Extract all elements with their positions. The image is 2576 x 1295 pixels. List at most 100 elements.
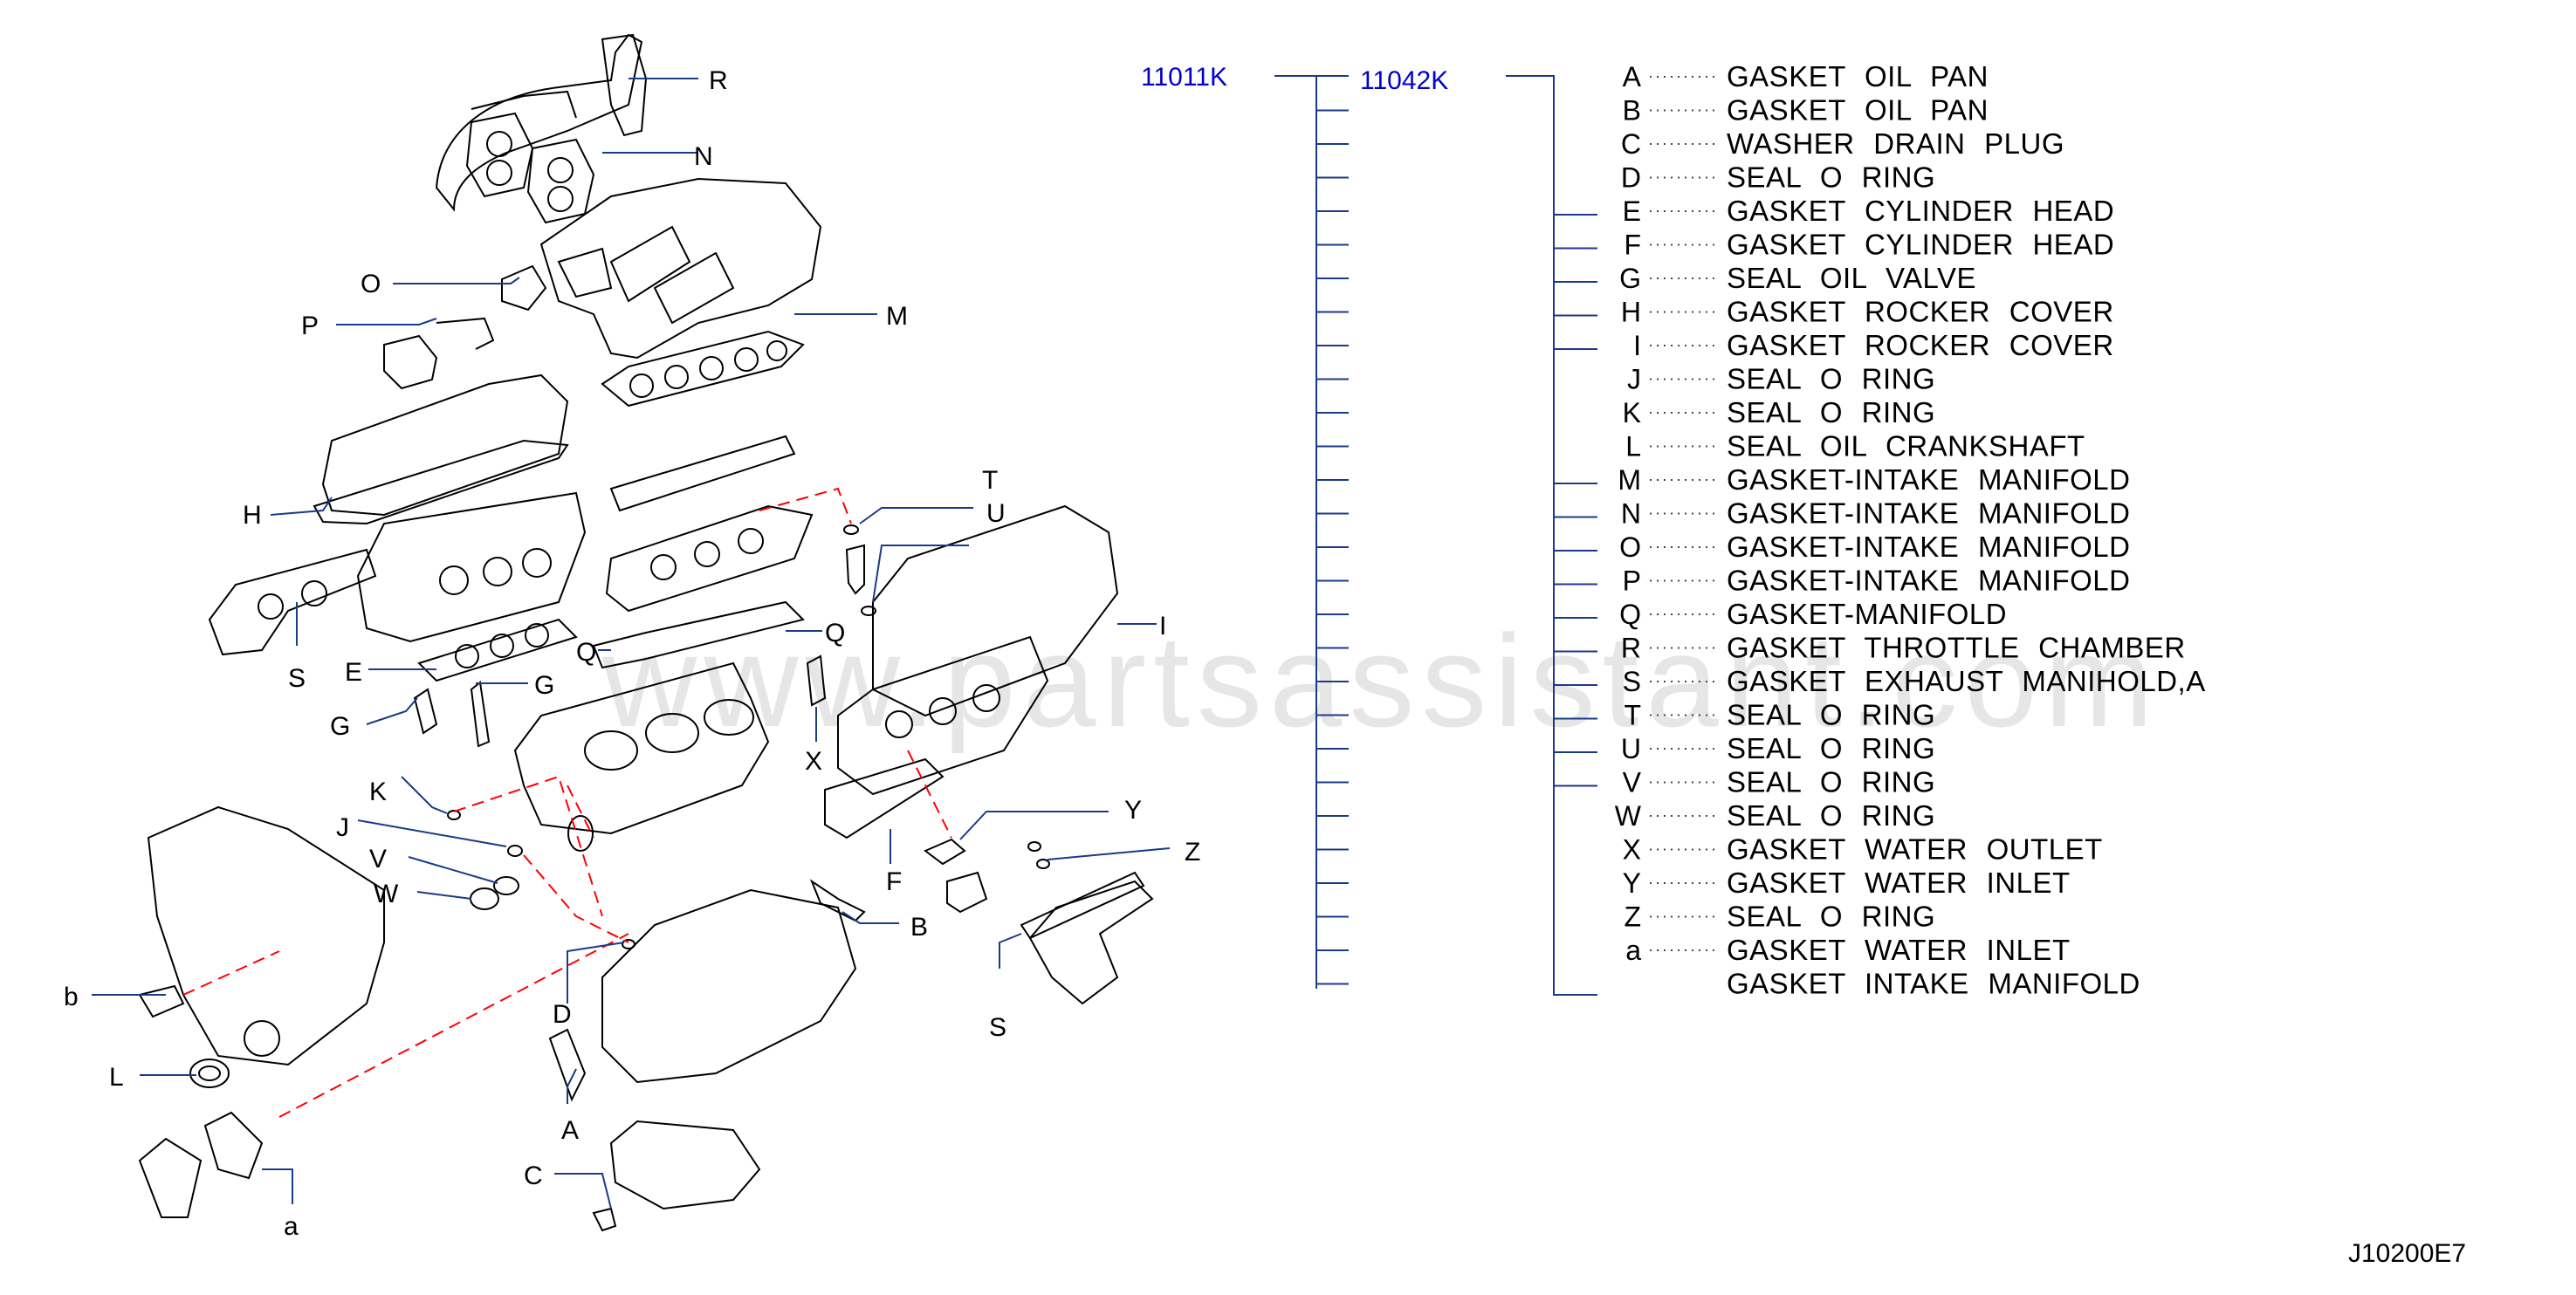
legend-letter: U bbox=[1621, 733, 1641, 764]
callout-m: M bbox=[886, 302, 908, 331]
legend-letter: G bbox=[1619, 263, 1641, 294]
legend-description: GASKET-MANIFOLD bbox=[1727, 598, 2007, 630]
legend-row: X GASKET WATER OUTLET bbox=[1623, 833, 2103, 866]
cap-b-drawing bbox=[138, 984, 185, 1018]
callout-t: T bbox=[982, 466, 998, 495]
head-gasket-f-drawing bbox=[824, 757, 945, 839]
legend-description: GASKET OIL PAN bbox=[1727, 94, 1989, 127]
legend-letter: V bbox=[1623, 767, 1642, 798]
legend-row: H GASKET ROCKER COVER bbox=[1621, 296, 2114, 328]
callout-v: V bbox=[369, 845, 387, 874]
legend-row: GASKET INTAKE MANIFOLD bbox=[1727, 968, 2140, 1000]
oil-pan-lower-drawing bbox=[609, 1120, 761, 1210]
legend-description: GASKET-INTAKE MANIFOLD bbox=[1727, 463, 2130, 496]
legend-letter: J bbox=[1627, 364, 1641, 395]
callout-k: K bbox=[369, 778, 387, 806]
legend-letter: K bbox=[1623, 397, 1641, 428]
tree-ticks-left bbox=[1316, 109, 1349, 985]
callout-labels: R N O P M H S E G G Q Q T U I X K J V W … bbox=[64, 66, 1200, 1241]
callout-p: P bbox=[301, 312, 319, 340]
camshaft-drawing bbox=[609, 435, 796, 512]
callout-e: E bbox=[345, 658, 362, 687]
legend-description: SEAL O RING bbox=[1727, 901, 1935, 933]
legend-description: SEAL O RING bbox=[1727, 766, 1935, 798]
watermark: www.partsassistant.com bbox=[601, 607, 2160, 754]
legend-row: Q GASKET-MANIFOLD bbox=[1619, 598, 2007, 630]
legend-row: B GASKET OIL PAN bbox=[1623, 94, 1989, 127]
oil-pan-gasket-a-drawing bbox=[548, 1028, 587, 1102]
legend-description: WASHER DRAIN PLUG bbox=[1727, 127, 2064, 160]
legend-letter: F bbox=[1624, 230, 1641, 261]
callout-z: Z bbox=[1185, 838, 1200, 867]
kit-part-number: 11042K bbox=[1360, 66, 1448, 95]
legend-description: GASKET EXHAUST MANIHOLD,A bbox=[1727, 665, 2206, 697]
callout-b-lower: b bbox=[64, 983, 79, 1011]
callout-g-left: G bbox=[330, 712, 350, 741]
callout-leaders bbox=[92, 78, 1171, 1209]
callout-a-upper: A bbox=[561, 1116, 579, 1145]
legend-description: SEAL OIL CRANKSHAFT bbox=[1727, 430, 2085, 462]
sensor-p-drawing bbox=[383, 334, 438, 390]
legend-row: K SEAL O RING bbox=[1623, 396, 1935, 428]
legend-letter: M bbox=[1618, 464, 1641, 496]
legend-letter: H bbox=[1621, 297, 1641, 328]
timing-cover-drawing bbox=[147, 805, 385, 1066]
legend-description: SEAL O RING bbox=[1727, 161, 1935, 194]
tree-ticks-right bbox=[1554, 214, 1597, 787]
callout-x: X bbox=[805, 747, 822, 776]
legend-letter: Z bbox=[1624, 901, 1641, 933]
oil-pan-upper-drawing bbox=[601, 888, 857, 1084]
part-number-tree: 11011K 11042K bbox=[1141, 63, 1597, 996]
intake-gaskets-n-drawing bbox=[465, 112, 595, 224]
legend-letter: X bbox=[1623, 834, 1641, 866]
legend-description: GASKET ROCKER COVER bbox=[1727, 329, 2114, 361]
callout-q-left: Q bbox=[576, 638, 596, 667]
callout-q-right: Q bbox=[825, 619, 845, 648]
legend-letter: N bbox=[1621, 498, 1641, 530]
exploded-engine-illustration bbox=[138, 33, 1154, 1232]
legend-description: GASKET CYLINDER HEAD bbox=[1727, 229, 2114, 261]
legend-letter: L bbox=[1625, 431, 1641, 462]
callout-s-left: S bbox=[288, 664, 306, 693]
head-gasket-e-drawing bbox=[417, 618, 578, 682]
callout-w: W bbox=[374, 880, 399, 908]
callout-j: J bbox=[336, 813, 349, 842]
legend-row: U SEAL O RING bbox=[1621, 732, 1935, 764]
legend-description: GASKET CYLINDER HEAD bbox=[1727, 195, 2114, 227]
legend-description: SEAL O RING bbox=[1727, 396, 1935, 428]
legend-letter: A bbox=[1623, 61, 1642, 92]
legend-letter: Q bbox=[1619, 599, 1641, 630]
gasket-p-drawing bbox=[436, 317, 495, 350]
callout-a-lower: a bbox=[284, 1212, 299, 1241]
callout-g-right: G bbox=[534, 671, 554, 700]
water-inlet-gasket-y-drawing bbox=[924, 838, 966, 866]
intake-manifold-drawing bbox=[539, 177, 822, 408]
legend-description: GASKET ROCKER COVER bbox=[1727, 296, 2114, 328]
legend-letter: Y bbox=[1623, 867, 1641, 899]
legend-row: Z SEAL O RING bbox=[1624, 901, 1935, 933]
callout-r: R bbox=[709, 66, 728, 95]
legend-description: GASKET WATER OUTLET bbox=[1727, 833, 2103, 866]
drain-plug-c-drawing bbox=[592, 1207, 617, 1232]
oil-seal-l-drawing bbox=[189, 1059, 230, 1088]
legend-row: V SEAL O RING bbox=[1623, 766, 1935, 798]
legend-description: SEAL O RING bbox=[1727, 732, 1935, 764]
legend-letter: C bbox=[1621, 128, 1641, 160]
legend-letter: P bbox=[1623, 565, 1641, 597]
legend-description: GASKET THROTTLE CHAMBER bbox=[1727, 632, 2186, 664]
legend-letter: O bbox=[1619, 531, 1641, 563]
legend-letter: B bbox=[1623, 95, 1641, 127]
water-inlet-drawing bbox=[946, 871, 988, 914]
